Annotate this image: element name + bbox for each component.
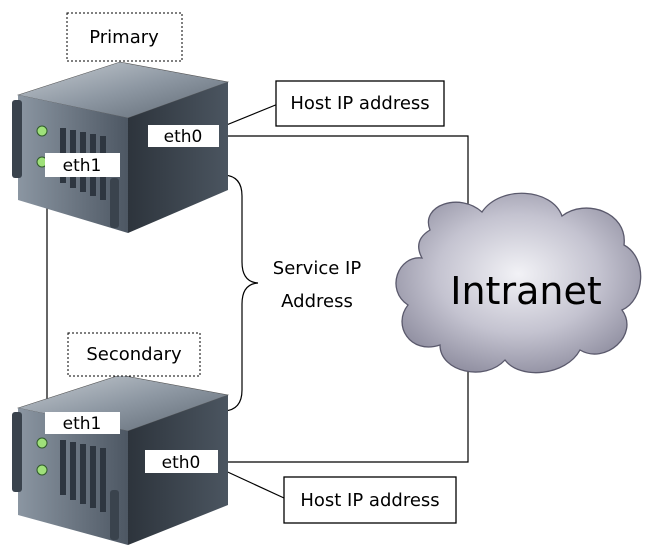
server-icon	[12, 61, 230, 233]
service-ip-line2: Address	[281, 291, 353, 312]
host-ip-primary-leader	[218, 103, 279, 129]
secondary-eth0-label: eth0	[145, 450, 218, 473]
service-ip-brace	[223, 174, 259, 412]
secondary-title: Secondary	[86, 344, 182, 365]
primary-eth0-text: eth0	[164, 127, 203, 147]
primary-eth1-label: eth1	[45, 153, 120, 177]
primary-host-ip-box: Host IP address	[275, 80, 445, 127]
connection-lines	[46, 103, 469, 499]
secondary-eth1-label: eth1	[45, 412, 120, 434]
service-ip-line1: Service IP	[273, 258, 362, 279]
primary-host-ip-text: Host IP address	[290, 93, 429, 114]
primary-title: Primary	[89, 27, 159, 48]
eth0-secondary-link	[221, 370, 469, 463]
secondary-eth0-text: eth0	[162, 453, 201, 473]
primary-title-box: Primary	[66, 12, 183, 62]
secondary-title-box: Secondary	[67, 332, 201, 377]
host-ip-secondary-leader	[218, 467, 285, 499]
secondary-host-ip-text: Host IP address	[300, 490, 439, 511]
primary-eth0-label: eth0	[148, 125, 219, 147]
eth0-primary-link	[221, 135, 469, 205]
secondary-host-ip-box: Host IP address	[283, 476, 457, 524]
secondary-eth1-text: eth1	[63, 414, 102, 434]
primary-eth1-text: eth1	[63, 156, 102, 176]
cloud-icon	[395, 192, 642, 374]
intranet-label: Intranet	[450, 269, 601, 313]
